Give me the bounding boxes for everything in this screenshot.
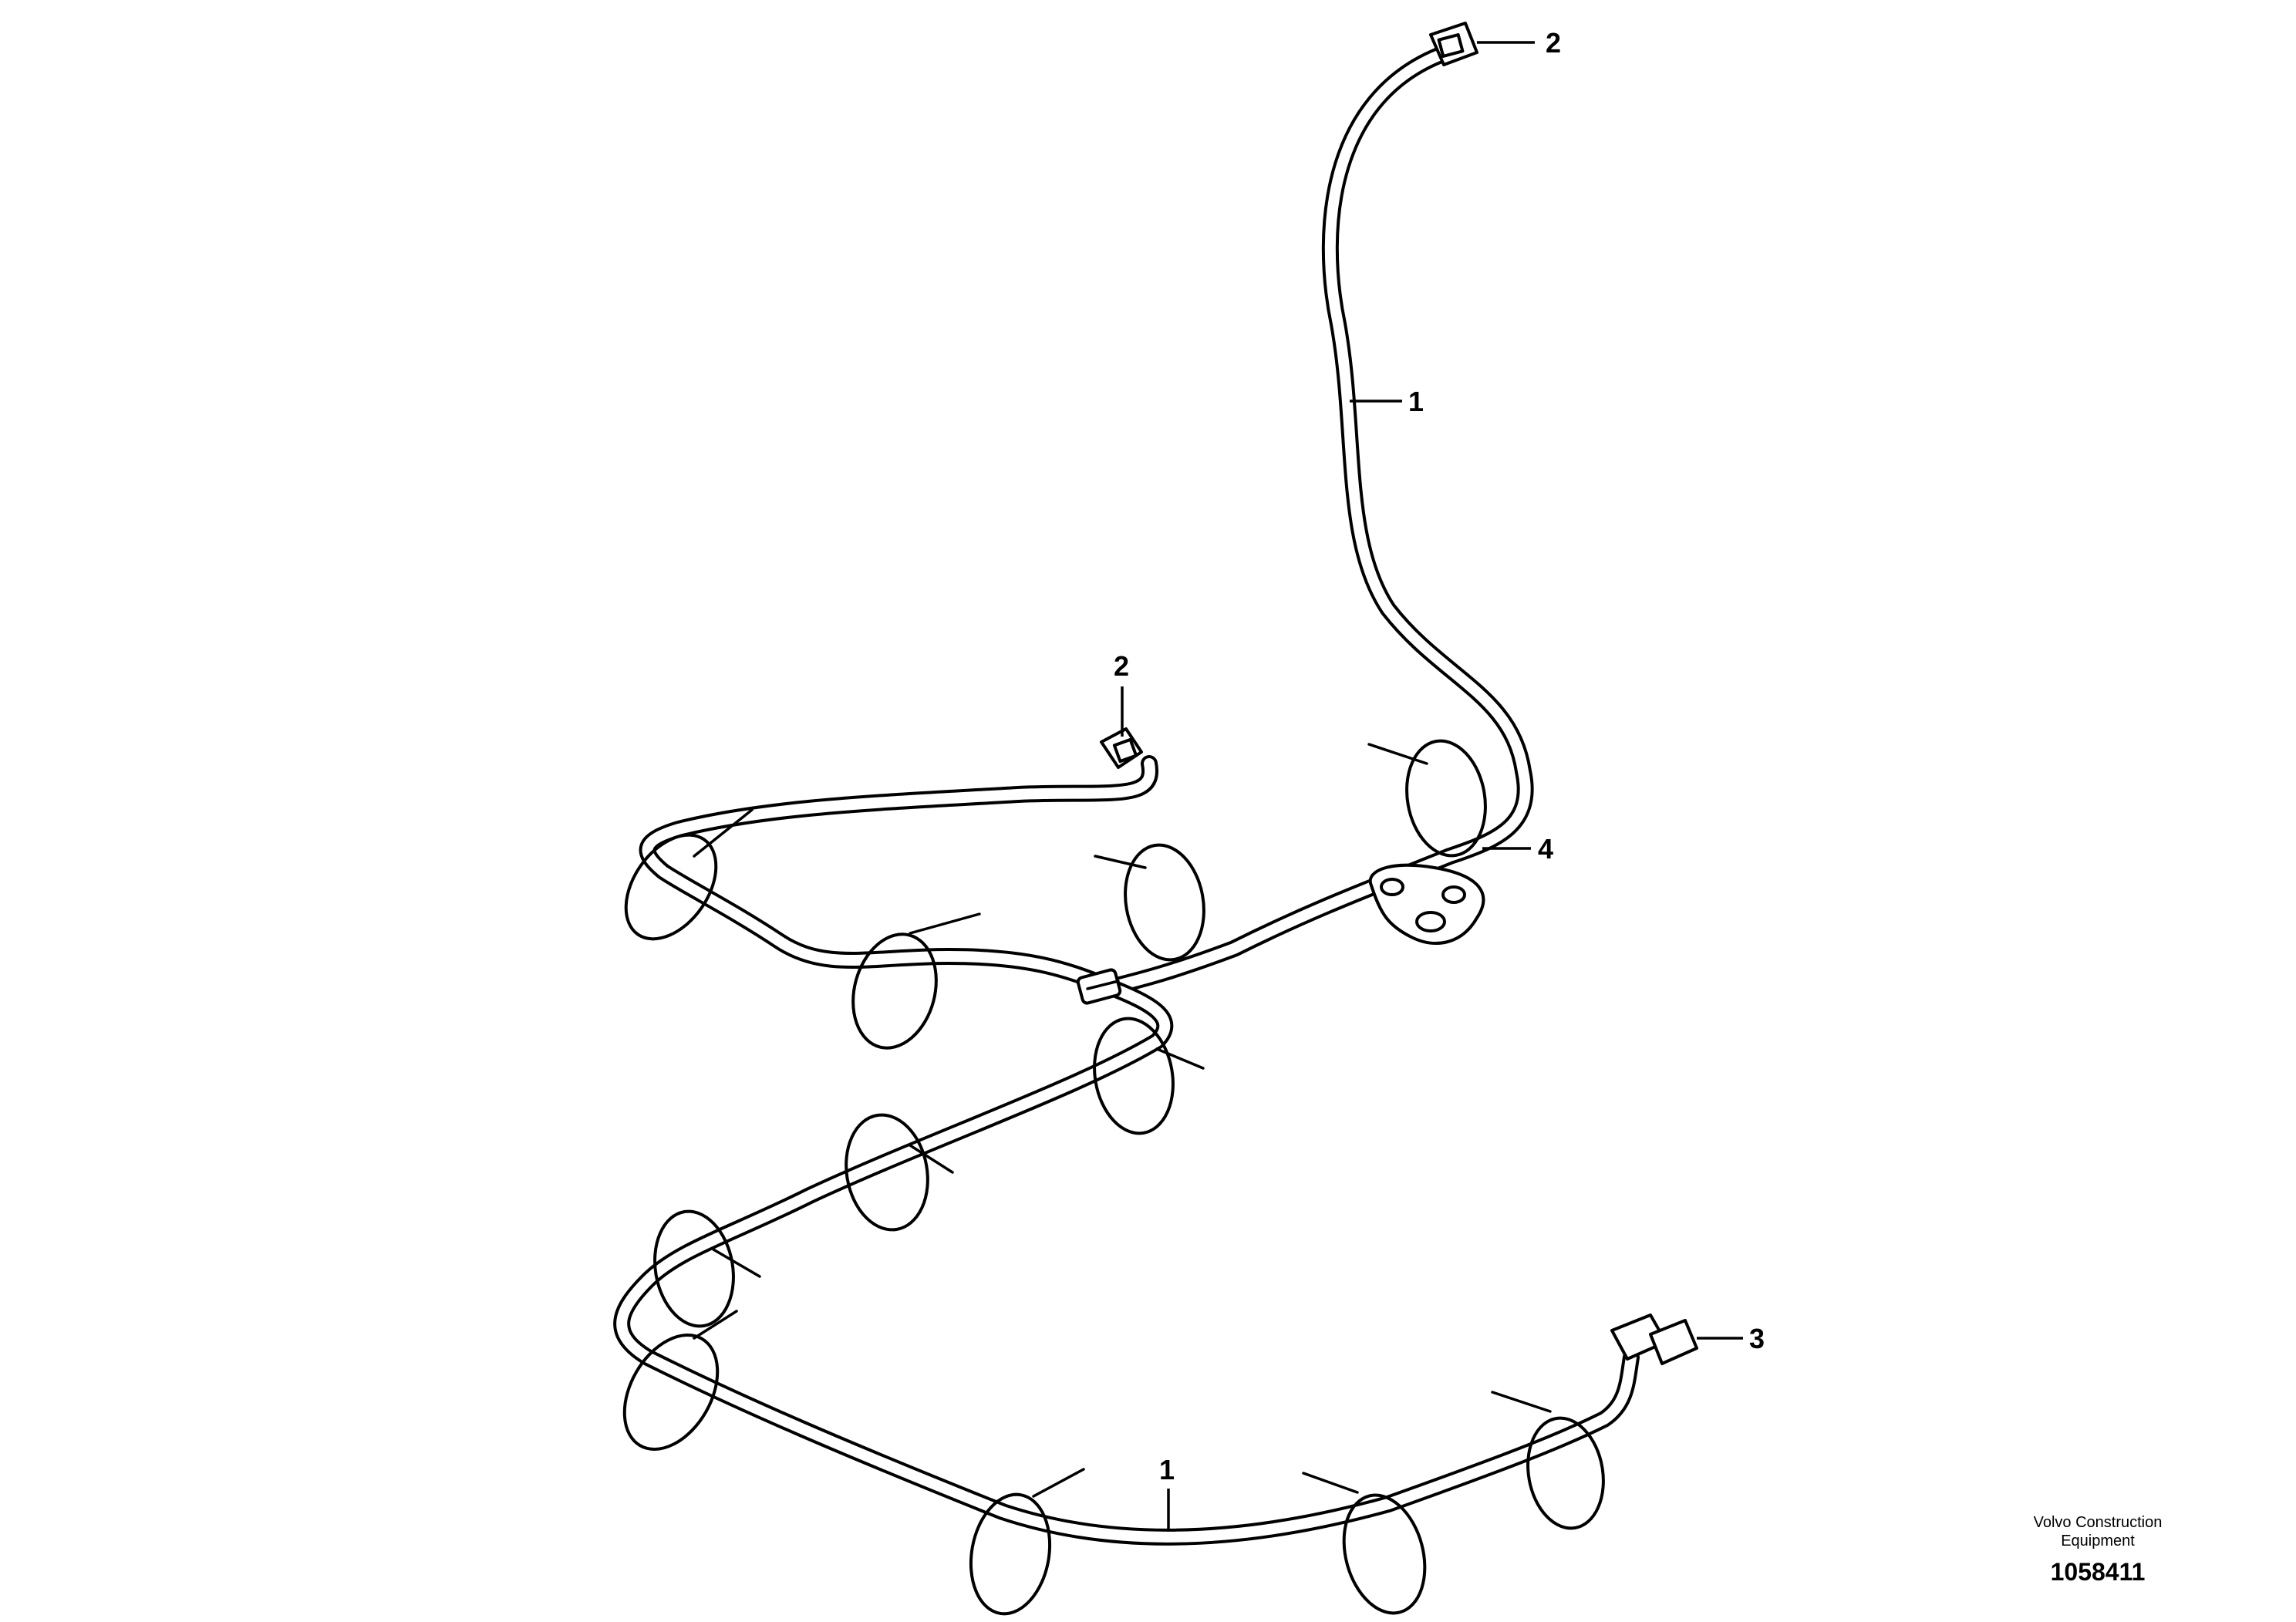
cable-tie-9 xyxy=(969,1468,1085,1616)
cable-tie-4 xyxy=(1367,739,1487,858)
callout-4: 4 xyxy=(1538,833,1553,865)
brand-label: Volvo Construction Equipment xyxy=(2033,1514,2163,1549)
callout-1-upper: 1 xyxy=(1408,386,1424,417)
leader-lines xyxy=(1121,41,1743,1531)
connector-upper xyxy=(1429,22,1478,66)
document-number: 1058411 xyxy=(2050,1558,2146,1586)
cable-tie-1 xyxy=(624,808,754,941)
harness-cable-branch xyxy=(639,755,1159,996)
callout-1-lower: 1 xyxy=(1159,1454,1175,1485)
connector-double-plug xyxy=(1610,1313,1698,1365)
cable-tie-2 xyxy=(851,912,981,1050)
mounting-bracket xyxy=(1368,863,1485,945)
callout-2-middle: 2 xyxy=(1114,650,1129,682)
cable-tie-8 xyxy=(622,1310,738,1451)
cable-tie-3 xyxy=(1094,843,1205,962)
cable-tie-7 xyxy=(653,1209,761,1328)
junction-clip xyxy=(1076,968,1122,1005)
harness-cable-lower xyxy=(613,979,1640,1546)
cable-tie-11 xyxy=(1491,1391,1605,1530)
connector-middle xyxy=(1100,727,1143,769)
harness-cable-upper xyxy=(1102,39,1534,996)
callout-3: 3 xyxy=(1749,1323,1765,1354)
callout-2-upper: 2 xyxy=(1546,27,1561,59)
cable-tie-5 xyxy=(1093,1017,1205,1135)
cable-tie-loops xyxy=(622,739,1605,1616)
cable-tie-10 xyxy=(1302,1472,1427,1615)
cable-tie-6 xyxy=(845,1113,954,1232)
